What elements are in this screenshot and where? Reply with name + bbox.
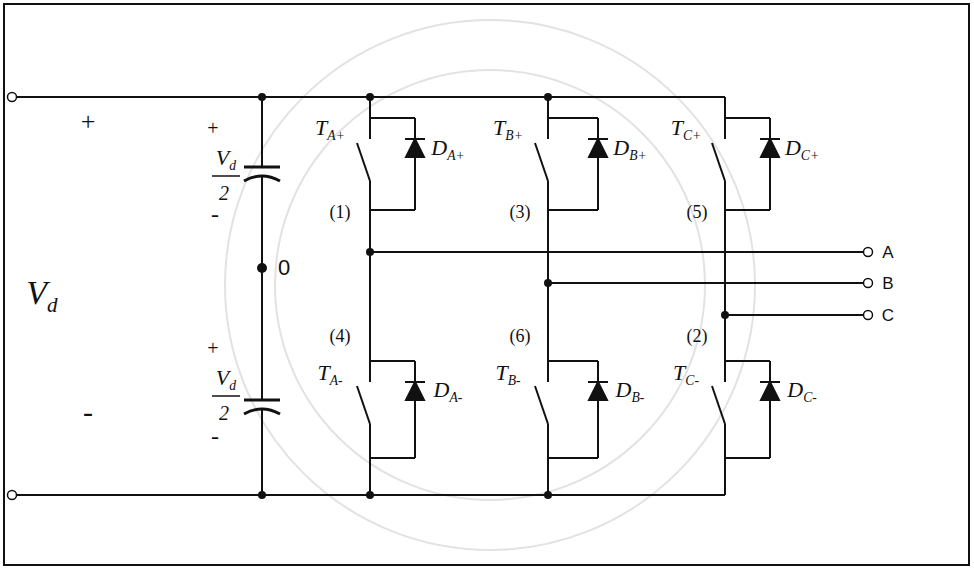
circuit-label: -: [83, 397, 93, 427]
terminals: [8, 93, 873, 500]
component-label: TC+: [671, 117, 702, 142]
diode-symbol: [406, 382, 424, 400]
component-label: DB+: [613, 137, 646, 162]
callout-number: (4): [330, 327, 351, 345]
component-label: DB-: [616, 379, 645, 404]
circuit-label: 2: [219, 403, 229, 423]
frame: [4, 4, 969, 565]
callout-number: (2): [687, 327, 708, 345]
component-label: DA+: [431, 137, 464, 162]
inverter-legs: [357, 97, 780, 495]
component-label: TA+: [315, 117, 345, 142]
circuit-label: -: [211, 424, 219, 448]
junction-dots: [257, 93, 729, 499]
wires: [16, 97, 864, 495]
diode-symbol: [589, 139, 607, 157]
component-label: Vd: [216, 147, 236, 172]
callout-number: (3): [510, 203, 531, 221]
circuit-label: +: [207, 118, 218, 138]
callout-number: (1): [330, 203, 351, 221]
circuit-label: C: [882, 307, 894, 324]
component-label: DA-: [434, 379, 463, 404]
component-label: TA-: [317, 362, 342, 387]
component-label: TB-: [495, 362, 520, 387]
component-label: DC+: [785, 137, 819, 162]
circuit-label: +: [207, 338, 218, 358]
diode-symbol: [589, 382, 607, 400]
diode-symbol: [761, 139, 779, 157]
circuit-label: A: [882, 244, 893, 261]
component-label: TC-: [673, 362, 699, 387]
diode-symbol: [406, 139, 424, 157]
circuit-label: 0: [278, 257, 290, 279]
component-label: TB+: [493, 117, 523, 142]
watermark-seal: [225, 20, 755, 550]
circuit-label: B: [882, 275, 893, 292]
circuit-label: +: [81, 109, 96, 135]
component-label: DC-: [787, 379, 817, 404]
component-label: Vd: [26, 276, 57, 315]
circuit-label: -: [211, 202, 219, 226]
callout-number: (5): [687, 203, 708, 221]
component-label: Vd: [216, 367, 236, 392]
diode-symbol: [761, 382, 779, 400]
callout-number: (6): [510, 327, 531, 345]
circuit-label: 2: [219, 183, 229, 203]
